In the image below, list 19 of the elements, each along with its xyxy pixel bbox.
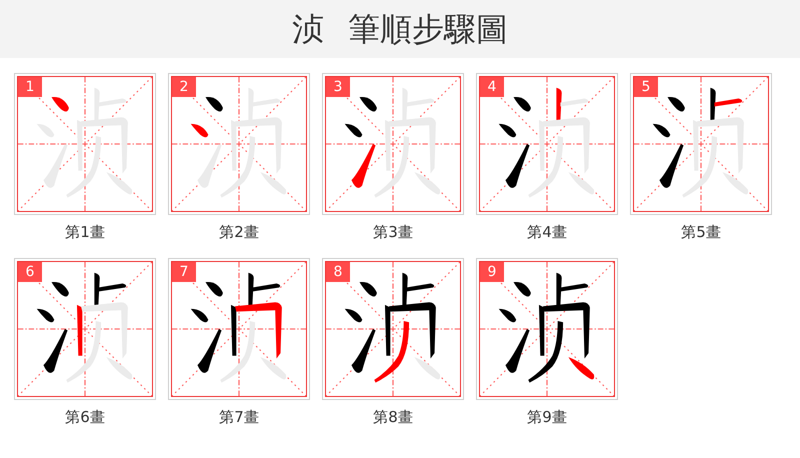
step-caption: 第7畫 xyxy=(219,408,259,426)
step-number: 5 xyxy=(634,77,658,97)
step-caption: 第4畫 xyxy=(527,223,567,241)
step-caption: 第6畫 xyxy=(65,408,105,426)
step-number: 9 xyxy=(480,262,504,282)
step-caption: 第3畫 xyxy=(373,223,413,241)
step-number: 8 xyxy=(326,262,350,282)
step-caption: 第9畫 xyxy=(527,408,567,426)
step-caption: 第1畫 xyxy=(65,223,105,241)
step-number: 4 xyxy=(480,77,504,97)
page-title: 浈 筆順步驟圖 xyxy=(292,10,508,48)
step-number: 6 xyxy=(18,262,42,282)
step-caption: 第5畫 xyxy=(681,223,721,241)
step-number: 3 xyxy=(326,77,350,97)
step-number: 7 xyxy=(172,262,196,282)
step-number: 2 xyxy=(172,77,196,97)
step-caption: 第8畫 xyxy=(373,408,413,426)
step-caption: 第2畫 xyxy=(219,223,259,241)
step-number: 1 xyxy=(18,77,42,97)
